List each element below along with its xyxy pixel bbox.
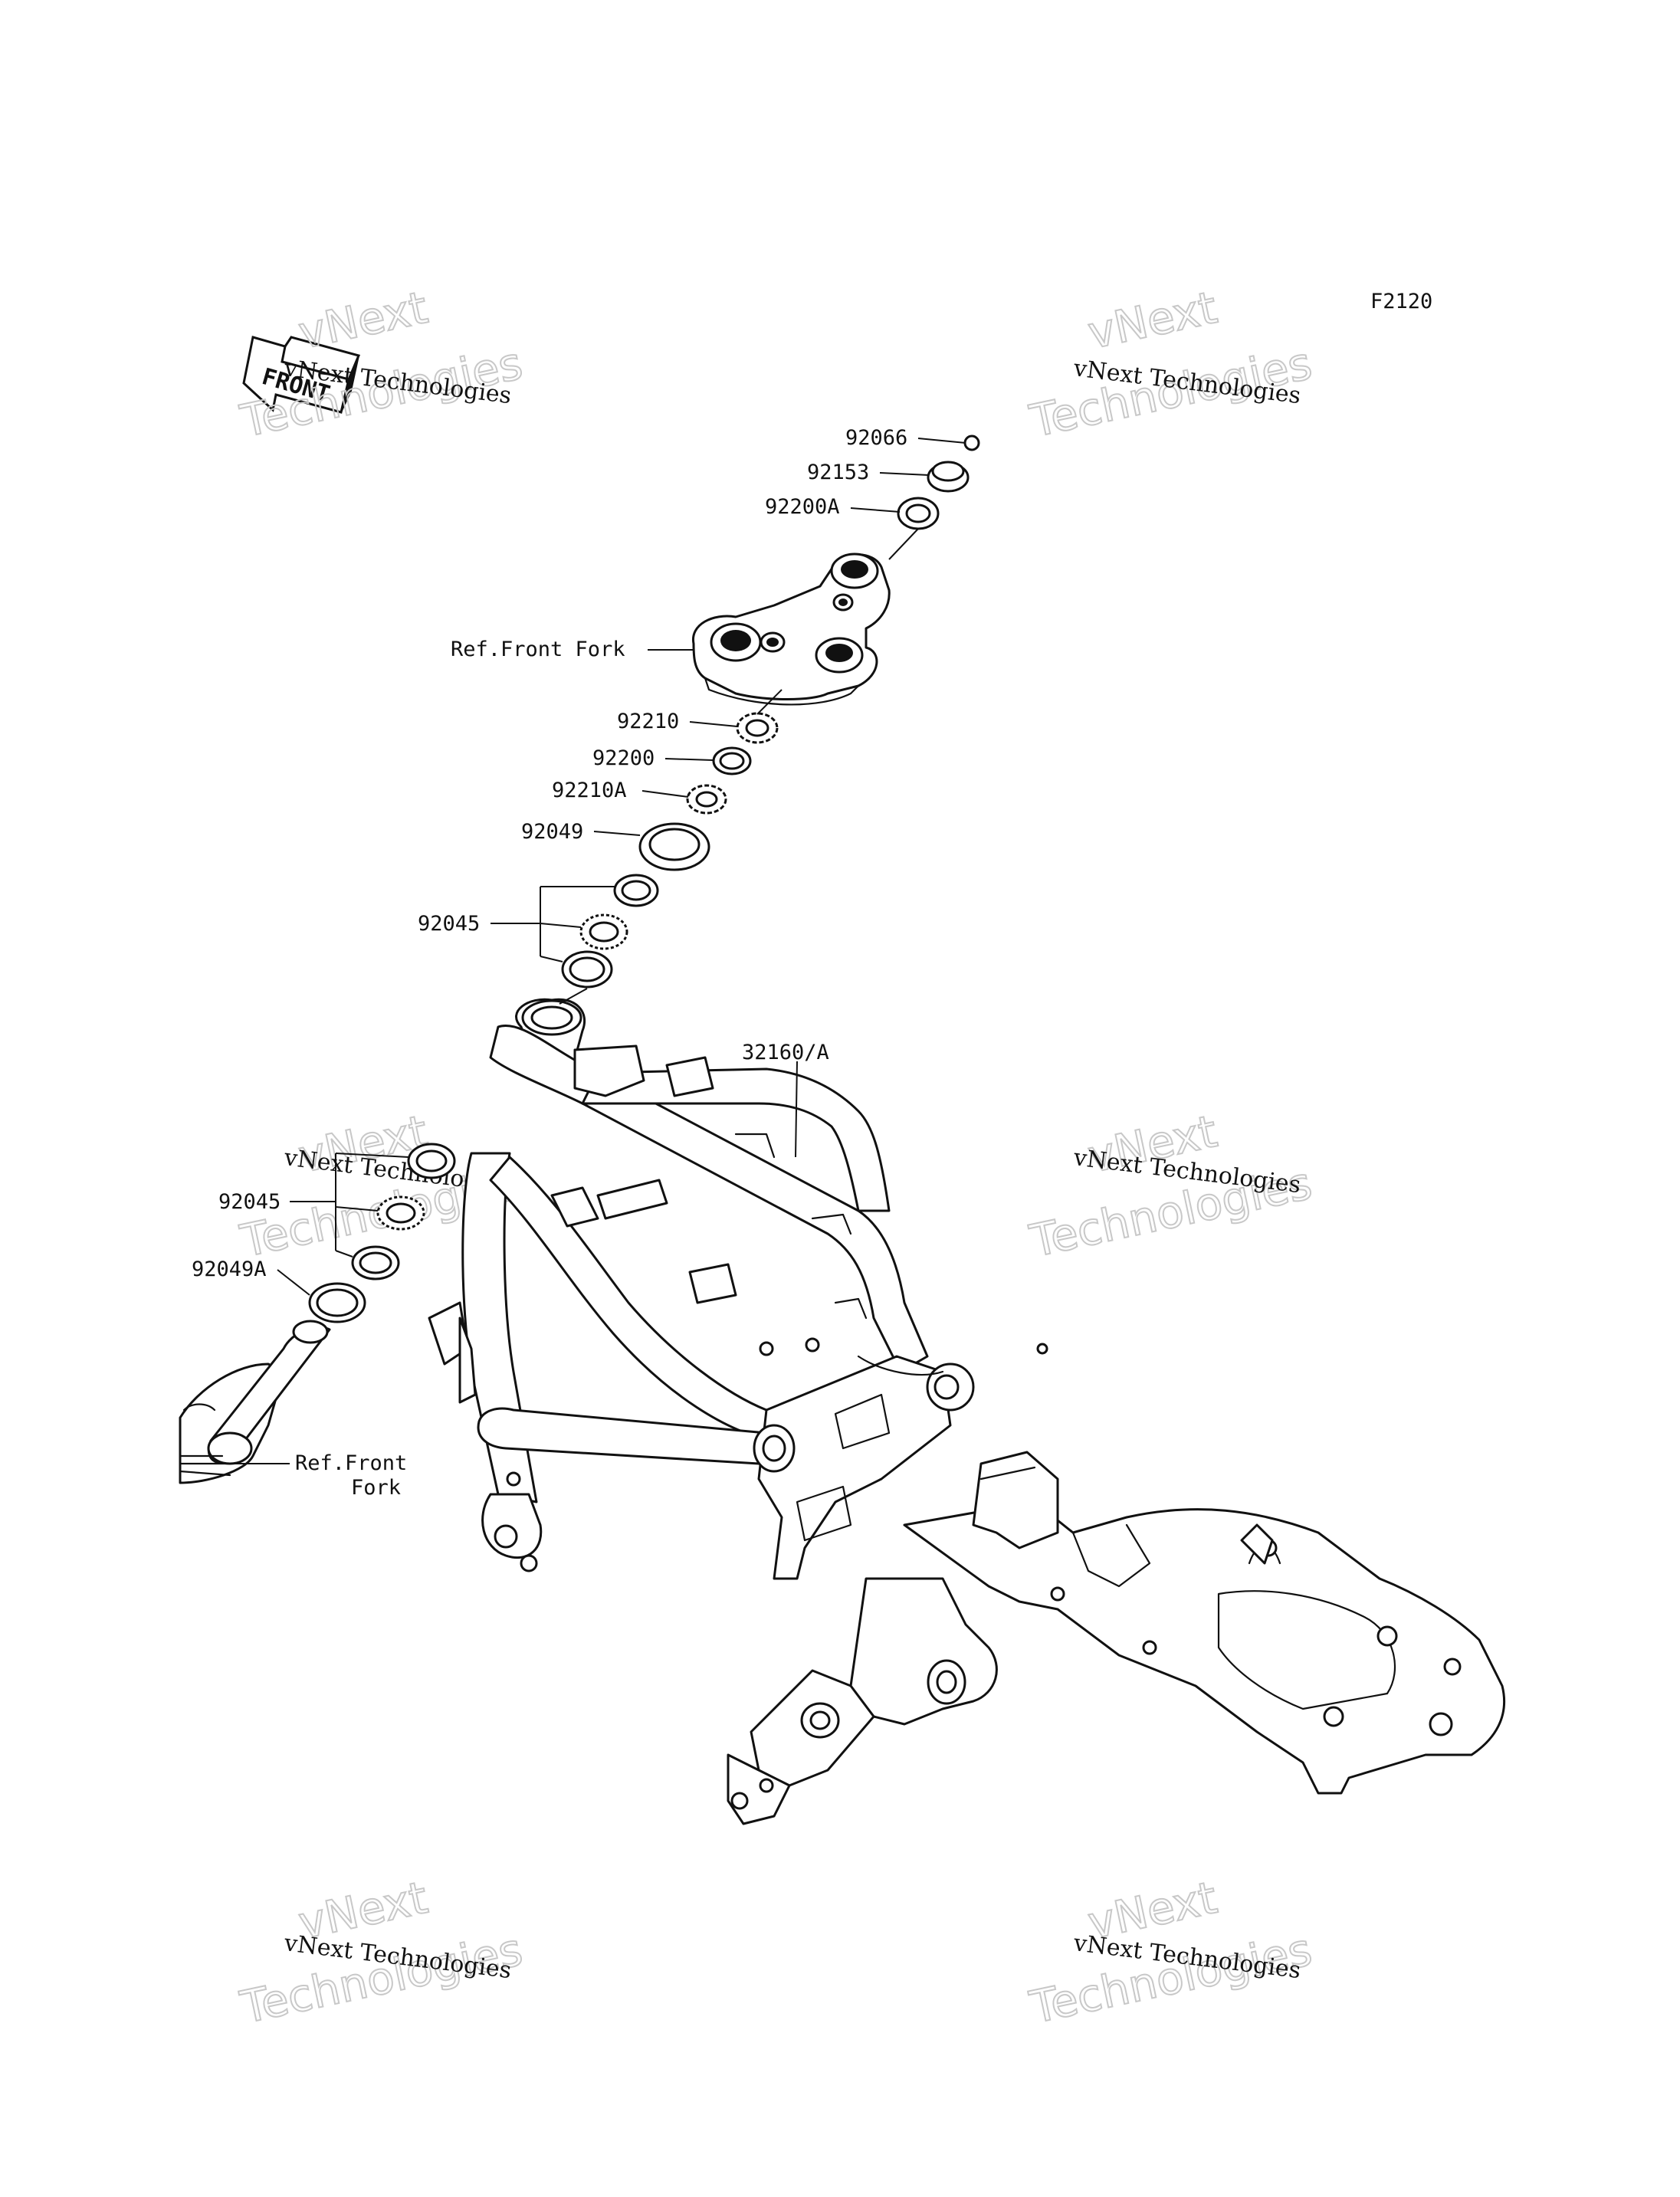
callout-32160A: 32160/A	[742, 1041, 829, 1064]
callout-92200A: 92200A	[765, 495, 840, 519]
part-92045-bearing-lower	[351, 1143, 456, 1280]
part-92200-washer	[712, 746, 752, 776]
watermark-vnext: vNext	[294, 281, 432, 359]
watermark-top-right: vNext Technologies vNext Technologies	[1025, 280, 1317, 448]
upper-triple-clamp	[692, 553, 891, 706]
part-92066-nut	[963, 434, 980, 451]
callout-92153: 92153	[807, 461, 869, 484]
callout-92210: 92210	[617, 710, 679, 733]
callout-92200: 92200	[592, 746, 655, 770]
callout-labels: 92066 92153 92200A Ref.Front Fork 92210 …	[192, 426, 907, 1500]
watermark-bottom-left: vNext Technologies vNext Technologies	[235, 1871, 528, 2035]
callout-92049A: 92049A	[192, 1258, 267, 1281]
callout-92066: 92066	[845, 426, 907, 450]
front-arrow-icon: FRONT	[242, 336, 361, 414]
main-frame	[428, 998, 1506, 1825]
watermark-vnext: vNext	[1084, 281, 1222, 359]
part-92049-seal	[638, 822, 710, 871]
lower-triple-clamp	[179, 1320, 331, 1484]
part-92045-bearing-upper	[561, 874, 659, 989]
diagram-code: F2120	[1370, 290, 1432, 313]
part-92200A-washer	[897, 497, 940, 530]
callout-92049: 92049	[521, 820, 583, 844]
callout-92210A: 92210A	[552, 779, 627, 802]
part-92153-bolt	[927, 461, 970, 493]
watermark-bottom-right: vNext Technologies vNext Technologies	[1025, 1871, 1317, 2035]
part-92049A-seal	[308, 1282, 366, 1323]
leader-lines	[230, 438, 966, 1464]
callout-ref-front-fork-upper: Ref.Front Fork	[451, 638, 625, 661]
watermark-mid-right: vNext Technologies vNext Technologies	[1025, 1104, 1317, 1268]
part-92210A-nut	[686, 784, 727, 815]
callout-ref-front-fork-lower-line1: Ref.Front	[295, 1451, 407, 1475]
callout-92045-upper: 92045	[418, 912, 480, 936]
callout-92045-lower: 92045	[218, 1190, 281, 1214]
callout-ref-front-fork-lower-line2: Fork	[351, 1476, 401, 1500]
part-92210-nut	[736, 712, 779, 744]
